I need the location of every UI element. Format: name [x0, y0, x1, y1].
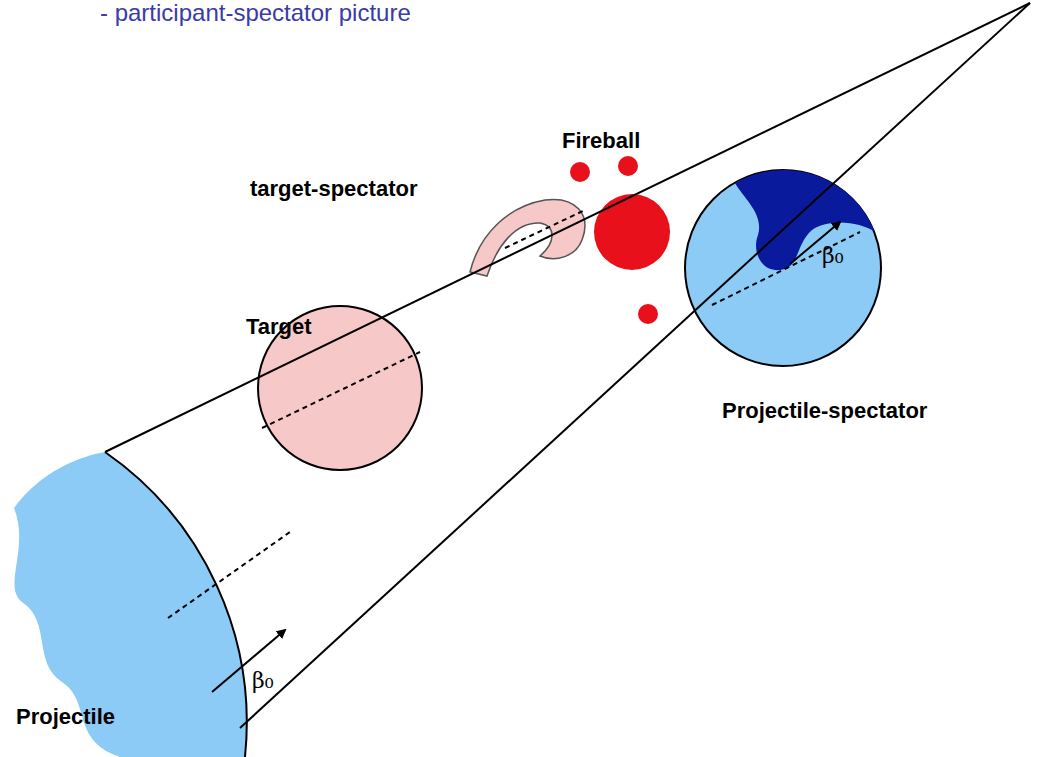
- part-label: Projectile-spectator: [722, 398, 927, 423]
- target-spectator: target-spectator: [462, 190, 598, 282]
- node-outline: [683, 168, 883, 368]
- velocity-symbol: β₀: [252, 668, 274, 693]
- velocity-symbol: β₀: [822, 243, 844, 268]
- node-outline: [462, 190, 598, 282]
- slide-title: - participant-spectator picture: [100, 0, 411, 26]
- cone-line: [105, 3, 1030, 452]
- node-shape: [685, 170, 881, 366]
- particle-dot: [638, 304, 658, 324]
- node-shape: [594, 194, 670, 270]
- axis-dash: [712, 232, 860, 305]
- particle-dot: [570, 162, 590, 182]
- part-label: Fireball: [562, 128, 640, 153]
- part-label: Projectile: [16, 704, 115, 729]
- velocity-arrow: [790, 222, 840, 264]
- projectile-nucleus: β₀ Projectile: [0, 440, 300, 757]
- part-label: Target: [246, 314, 312, 339]
- projectile-rim: [105, 452, 247, 757]
- axis-dash: [262, 352, 420, 428]
- cone-line: [240, 3, 1030, 728]
- projectile-spectator: β₀Projectile-spectator: [683, 168, 883, 368]
- node-shape: [14, 452, 247, 757]
- axis-dash: [505, 210, 585, 248]
- node-shape: [735, 170, 875, 270]
- axis-dash: [168, 532, 290, 618]
- particle-dot: [618, 156, 638, 176]
- node-outline: [592, 192, 672, 272]
- velocity-arrow: [212, 630, 285, 692]
- node-shape: [470, 199, 585, 276]
- part-label: target-spectator: [250, 176, 417, 201]
- target-nucleus: Target: [256, 304, 424, 472]
- fireball: Fireball: [592, 192, 672, 272]
